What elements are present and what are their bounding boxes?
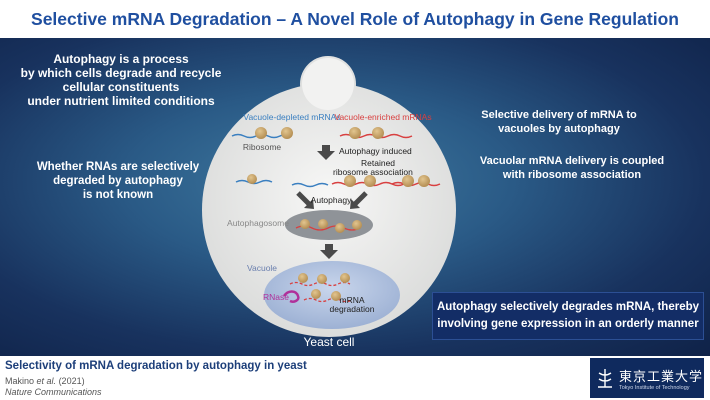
summary-line: involving gene expression in an orderly … [437, 318, 699, 330]
footer-title: Selectivity of mRNA degradation by autop… [5, 360, 307, 372]
finding-2-text: Vacuolar mRNA delivery is coupled with r… [474, 154, 670, 182]
summary-box: Autophagy selectively degrades mRNA, the… [432, 292, 704, 340]
ribosome [418, 175, 430, 187]
footer-authors: Makino et al. (2021) [5, 376, 85, 386]
ribosome [298, 273, 308, 283]
text-line: Vacuolar mRNA delivery is coupled [479, 155, 665, 167]
text-line: with ribosome association [502, 169, 642, 181]
logo-text-en: Tokyo Institute of Technology [619, 384, 690, 391]
retained-label-line-2: ribosome association [333, 167, 413, 177]
yeast-cell-diagram: Vacuole-depleted mRNAs Vacuole-enriched … [202, 56, 456, 349]
open-question-text: Whether RNAs are selectively degraded by… [18, 160, 218, 202]
ribosome [331, 291, 341, 301]
ribosome [349, 127, 361, 139]
arrow-down-icon [317, 145, 335, 160]
mrna-row-1 [231, 127, 413, 139]
vacuole-label: Vacuole [247, 263, 277, 273]
university-logo[interactable]: 東京工業大学 Tokyo Institute of Technology [590, 358, 704, 398]
mrna-degradation-label-line-1: mRNA [339, 295, 364, 305]
text-line: vacuoles by autophagy [498, 123, 620, 135]
autophagosome-label: Autophagosome [227, 218, 289, 228]
author-name: Makino [5, 376, 35, 386]
text-line: under nutrient limited conditions [27, 94, 215, 108]
summary-line: Autophagy selectively degrades mRNA, the… [436, 301, 700, 313]
arrow-down-icon [320, 244, 338, 259]
ribosome [372, 127, 384, 139]
ribosome [255, 127, 267, 139]
page-title: Selective mRNA Degradation – A Novel Rol… [31, 8, 679, 29]
text-line: by which cells degrade and recycle [20, 66, 222, 80]
rnase-icon [282, 290, 300, 303]
ribosome [281, 127, 293, 139]
text-line: Whether RNAs are selectively [36, 161, 200, 173]
ribosome [402, 175, 414, 187]
ribosome [340, 273, 350, 283]
yeast-cell-label: Yeast cell [304, 335, 355, 349]
ribosome [344, 175, 356, 187]
text-line: cellular constituents [62, 80, 180, 94]
autophagy-label: Autophagy [311, 195, 352, 205]
ribosome [364, 175, 376, 187]
ribosome [318, 219, 328, 229]
text-line: degraded by autophagy [53, 175, 183, 187]
mrna-row-2 [235, 174, 441, 188]
title-bar: Selective mRNA Degradation – A Novel Rol… [0, 0, 710, 38]
arrow-diagonal-icon [350, 191, 368, 209]
logo-text: 東京工業大学 Tokyo Institute of Technology [619, 366, 703, 391]
vacuole [264, 261, 400, 329]
ribosome [300, 219, 310, 229]
vacuole-depleted-label: Vacuole-depleted mRNAs [243, 112, 340, 122]
footer: Selectivity of mRNA degradation by autop… [0, 356, 710, 400]
ribosome [335, 223, 345, 233]
footer-journal: Nature Communications [5, 387, 102, 397]
ribosome [311, 289, 321, 299]
ribosome [352, 220, 362, 230]
author-year: (2021) [58, 376, 85, 386]
text-line: is not known [82, 189, 154, 201]
author-etal: et al. [36, 376, 57, 386]
logo-text-jp: 東京工業大学 [619, 369, 704, 385]
arrow-diagonal-icon [296, 191, 314, 209]
vacuole-enriched-label: Vacuole-enriched mRNAs [334, 112, 431, 122]
ribosome-label: Ribosome [243, 142, 282, 152]
ribosome [317, 274, 327, 284]
main-panel: Autophagy is a process by which cells de… [0, 38, 710, 356]
university-emblem-icon [596, 367, 614, 389]
autophagosome [285, 210, 373, 240]
mrna-degradation-label-line-2: degradation [330, 304, 375, 314]
text-line: Autophagy is a process [53, 52, 189, 66]
finding-1-text: Selective delivery of mRNA to vacuoles b… [474, 108, 644, 136]
ribosome [247, 174, 257, 184]
retained-label-line-1: Retained [361, 158, 395, 168]
autophagy-induced-label: Autophagy induced [339, 146, 412, 156]
autophagy-definition-text: Autophagy is a process by which cells de… [12, 52, 230, 108]
rnase-label: RNase [263, 292, 289, 302]
text-line: Selective delivery of mRNA to [481, 109, 637, 121]
